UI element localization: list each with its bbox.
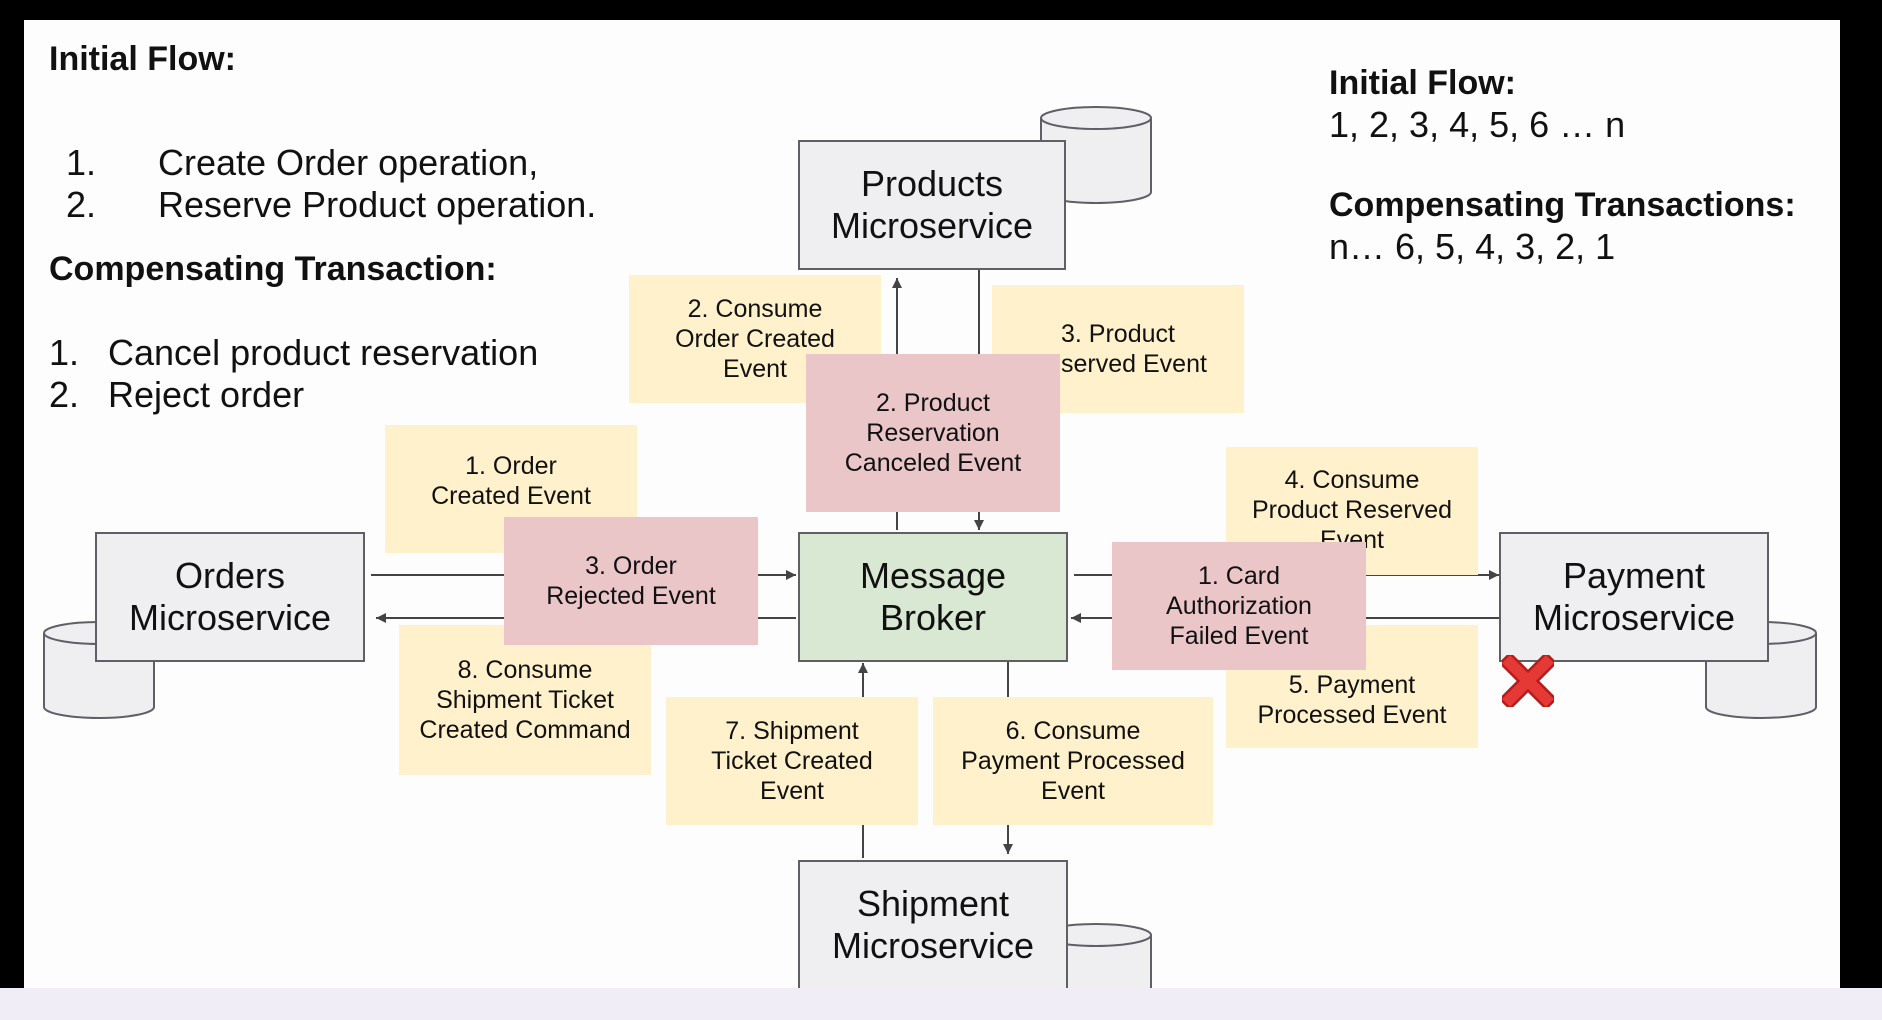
note-order-rejected: 3. Order Rejected Event xyxy=(504,517,758,645)
note-consume-shipment-ticket: 8. Consume Shipment Ticket Created Comma… xyxy=(399,625,651,775)
right-compensating-sequence: n… 6, 5, 4, 3, 2, 1 xyxy=(1329,226,1616,267)
left-initial-flow-title: Initial Flow: xyxy=(49,40,236,78)
failure-x-icon xyxy=(1502,655,1554,707)
note-shipment-ticket-created: 7. Shipment Ticket Created Event xyxy=(666,697,918,825)
left-comp-item-2: 2. Reject order xyxy=(49,374,669,416)
left-compensating-title: Compensating Transaction: xyxy=(49,250,497,288)
payment-microservice: Payment Microservice xyxy=(1499,532,1769,662)
left-panel: Initial Flow: 1. Create Order operation,… xyxy=(49,40,669,416)
item-text: Cancel product reservation xyxy=(108,332,539,373)
left-comp-item-1: 1. Cancel product reservation xyxy=(49,332,669,374)
note-text: 8. Consume Shipment Ticket Created Comma… xyxy=(419,656,631,744)
item-text: Create Order operation, xyxy=(158,142,539,183)
right-panel: Initial Flow: 1, 2, 3, 4, 5, 6 … n Compe… xyxy=(1329,62,1829,268)
diagram-slide: Initial Flow: 1. Create Order operation,… xyxy=(24,20,1840,1020)
shipment-microservice-label: Shipment Microservice xyxy=(831,883,1035,966)
bottom-strip xyxy=(0,988,1882,1020)
products-microservice: Products Microservice xyxy=(798,140,1066,270)
note-card-authorization-failed: 1. Card Authorization Failed Event xyxy=(1112,542,1366,670)
item-number: 1. xyxy=(49,332,80,373)
note-text: 3. Order Rejected Event xyxy=(546,552,716,610)
note-product-reservation-canceled: 2. Product Reservation Canceled Event xyxy=(806,354,1060,512)
right-initial-flow-title: Initial Flow: xyxy=(1329,64,1516,102)
item-number: 2. xyxy=(49,374,80,415)
item-number: 1. xyxy=(66,142,97,183)
left-initial-item-2: 2. Reserve Product operation. xyxy=(66,184,686,226)
left-initial-item-1: 1. Create Order operation, xyxy=(66,142,686,184)
shipment-microservice: Shipment Microservice xyxy=(798,860,1068,990)
message-broker-label: Message Broker xyxy=(859,555,1007,638)
note-text: 1. Order Created Event xyxy=(431,452,591,510)
right-initial-sequence: 1, 2, 3, 4, 5, 6 … n xyxy=(1329,104,1626,145)
note-text: 5. Payment Processed Event xyxy=(1257,671,1447,729)
orders-microservice: Orders Microservice xyxy=(95,532,365,662)
note-consume-payment-processed: 6. Consume Payment Processed Event xyxy=(933,697,1213,825)
message-broker: Message Broker xyxy=(798,532,1068,662)
note-text: 2. Consume Order Created Event xyxy=(675,295,835,383)
payment-microservice-label: Payment Microservice xyxy=(1532,555,1736,638)
item-text: Reject order xyxy=(108,374,305,415)
item-text: Reserve Product operation. xyxy=(158,184,597,225)
note-text: 2. Product Reservation Canceled Event xyxy=(844,389,1022,477)
note-text: 6. Consume Payment Processed Event xyxy=(961,717,1185,805)
note-text: 7. Shipment Ticket Created Event xyxy=(711,717,873,805)
orders-microservice-label: Orders Microservice xyxy=(128,555,332,638)
right-compensating-title: Compensating Transactions: xyxy=(1329,186,1796,224)
products-microservice-label: Products Microservice xyxy=(830,163,1034,246)
note-product-reserved: 3. Product Reserved Event xyxy=(992,285,1244,413)
note-consume-order-created: 2. Consume Order Created Event xyxy=(629,275,881,403)
products-database-icon xyxy=(1040,106,1152,204)
note-text: 1. Card Authorization Failed Event xyxy=(1166,562,1312,650)
item-number: 2. xyxy=(66,184,97,225)
